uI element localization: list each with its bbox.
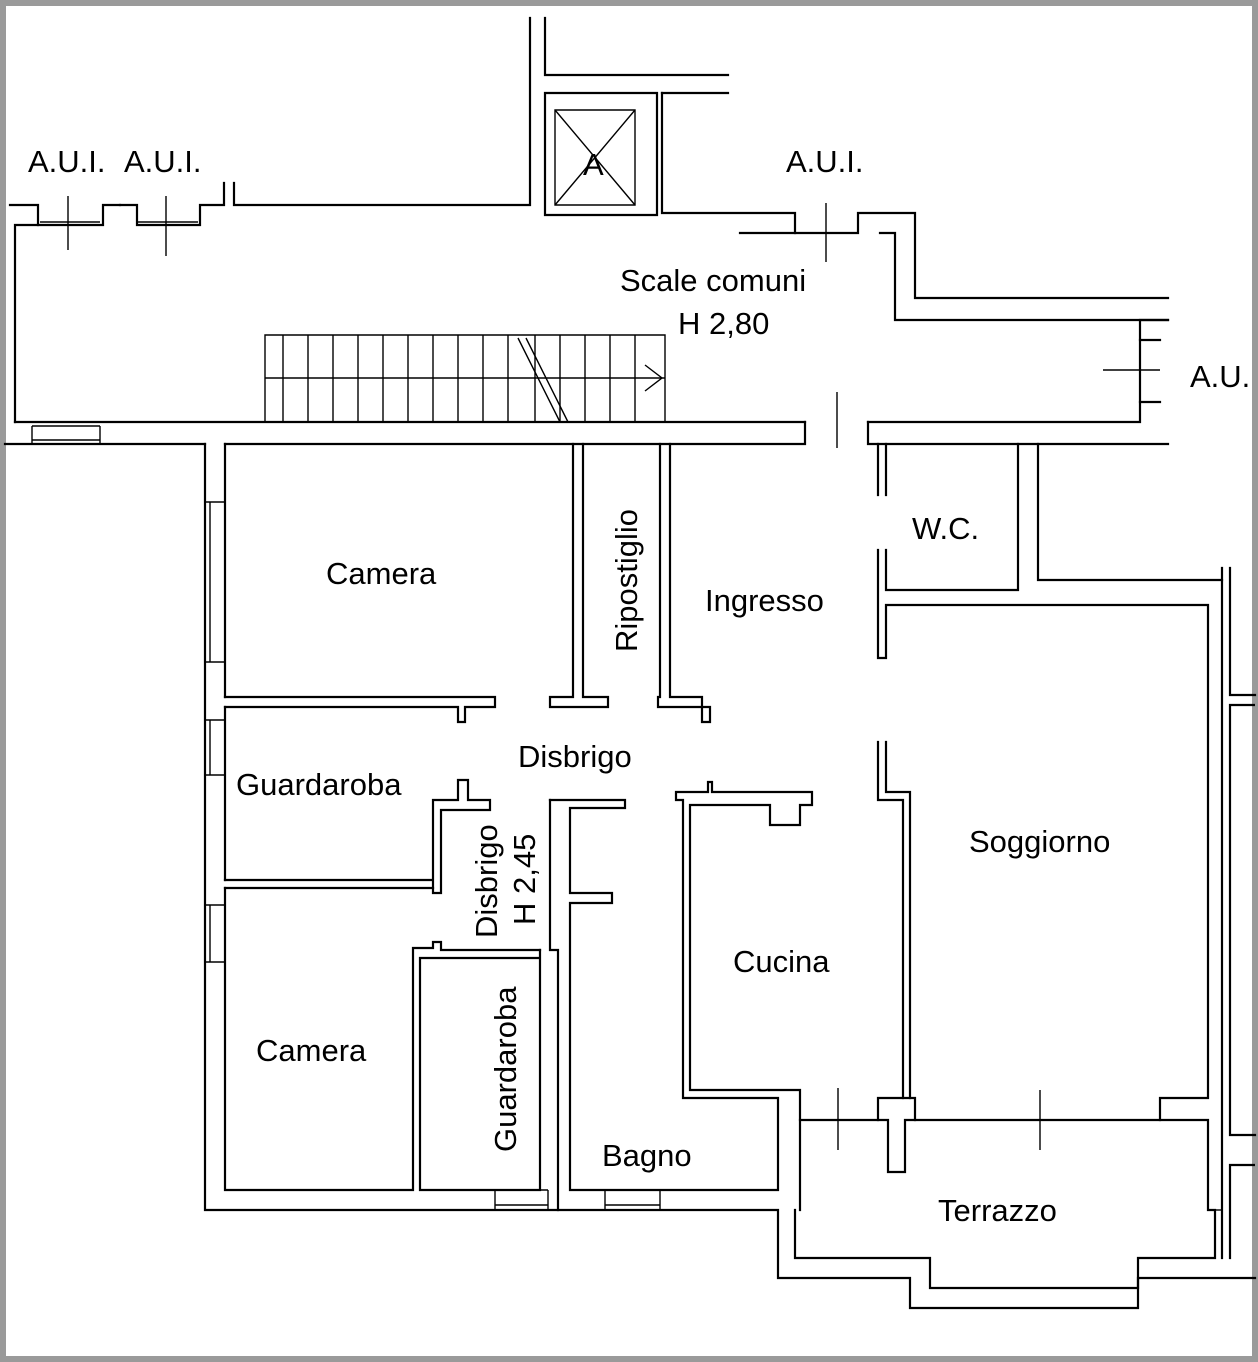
label-aui-4: A.U. [1190,359,1250,394]
label-disbrigo-height: H 2,45 [507,834,542,925]
label-disbrigo: Disbrigo [518,739,632,774]
apartment-walls [203,442,1257,1310]
label-terrazzo: Terrazzo [938,1193,1057,1228]
lift-shaft [554,109,636,206]
corridor-door-ticks [40,196,1160,448]
common-stairs-walls [3,16,1170,446]
label-disbrigo-vertical: Disbrigo [469,824,504,938]
label-aui-3: A.U.I. [786,144,864,179]
label-lift: A [583,147,604,182]
label-guardaroba-vertical: Guardaroba [488,986,523,1152]
label-wc: W.C. [912,511,979,546]
label-bagno: Bagno [602,1138,692,1173]
label-guardaroba-left: Guardaroba [236,767,402,802]
label-camera-top: Camera [326,556,437,591]
room-labels: A.U.I. A.U.I. A.U.I. A.U. A Scale comuni… [28,144,1250,1228]
label-ingresso: Ingresso [705,583,824,618]
label-cucina: Cucina [733,944,830,979]
label-aui-2: A.U.I. [124,144,202,179]
label-scale-comuni: Scale comuni [620,263,806,298]
label-scale-height: H 2,80 [678,306,769,341]
label-ripostiglio: Ripostiglio [609,509,644,652]
label-camera-bottom: Camera [256,1033,367,1068]
label-aui-1: A.U.I. [28,144,106,179]
label-soggiorno: Soggiorno [969,824,1110,859]
staircase [264,334,666,423]
